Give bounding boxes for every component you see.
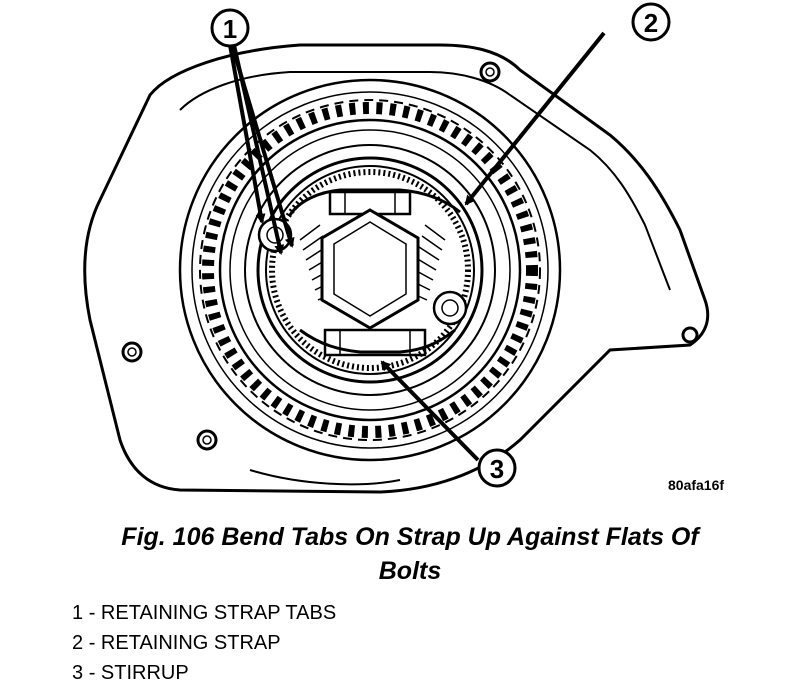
legend-label: RETAINING STRAP xyxy=(100,632,281,654)
legend-label: RETAINING STRAP TABS xyxy=(100,602,337,624)
figure-caption-line-1: Fig. 106 Bend Tabs On Strap Up Against F… xyxy=(121,523,699,551)
legend-label: STIRRUP xyxy=(100,662,189,684)
inner-rings xyxy=(244,144,496,396)
retaining-strap xyxy=(288,188,461,357)
housing-outline xyxy=(83,43,710,494)
callout-1-number: 1 xyxy=(223,14,237,44)
legend: 1 - RETAINING STRAP TABS 2 - RETAINING S… xyxy=(72,598,336,688)
callout-3-number: 3 xyxy=(490,454,504,484)
technical-illustration: 1 2 3 80afa16f xyxy=(83,2,724,494)
callout-2-number: 2 xyxy=(644,8,658,38)
legend-number: 1 xyxy=(72,602,84,624)
image-code: 80afa16f xyxy=(668,477,724,493)
hex-bolt-head xyxy=(320,208,420,330)
legend-separator: - xyxy=(88,632,96,654)
legend-separator: - xyxy=(88,602,96,624)
figure-caption-line-2: Bolts xyxy=(378,557,442,585)
legend-item: 3 - STIRRUP xyxy=(72,658,336,688)
callout-2: 2 xyxy=(631,2,671,42)
legend-number: 3 xyxy=(72,662,84,684)
legend-number: 2 xyxy=(72,632,84,654)
legend-item: 2 - RETAINING STRAP xyxy=(72,628,336,658)
legend-item: 1 - RETAINING STRAP TABS xyxy=(72,598,336,628)
callout-arrows xyxy=(228,31,606,462)
flange-rings xyxy=(178,78,562,462)
ring-gear xyxy=(199,99,541,441)
callout-1: 1 xyxy=(210,8,250,48)
callout-3: 3 xyxy=(477,448,517,488)
legend-separator: - xyxy=(88,662,96,684)
